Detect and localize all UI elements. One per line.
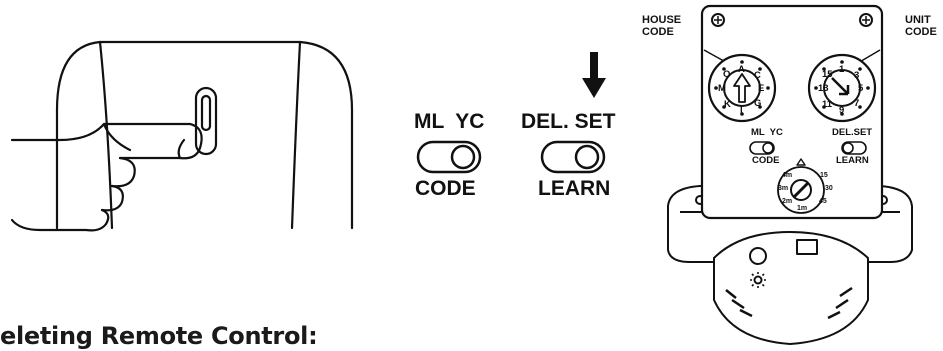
left-switch-top-label: ML YC xyxy=(414,110,485,133)
arrow-down-icon xyxy=(582,52,606,98)
timer-mark: 1m xyxy=(797,205,808,212)
device-illustration xyxy=(667,4,913,345)
mini-left-switch-top-label: ML YC xyxy=(751,127,783,138)
right-slide-switch xyxy=(540,140,606,174)
house-dial-letter: C xyxy=(754,70,761,81)
unit-dial-number: 15 xyxy=(822,69,833,80)
house-dial-letter: M xyxy=(718,83,726,94)
unit-dial-number: 13 xyxy=(818,83,829,94)
timer-mark: 4m xyxy=(782,172,793,179)
house-dial-letter: G xyxy=(754,98,762,109)
unit-dial-number: 7 xyxy=(854,98,860,109)
timer-mark: 30 xyxy=(825,185,833,192)
mini-right-switch-bottom-label: LEARN xyxy=(836,155,869,166)
unit-dial-number: 3 xyxy=(854,70,860,81)
house-code-label: HOUSE CODE xyxy=(642,14,682,38)
left-switch-bottom-label: CODE xyxy=(415,177,476,200)
unit-code-label: UNIT CODE xyxy=(905,14,937,38)
timer-mark: 15 xyxy=(820,172,828,179)
right-switch-top-label: DEL. SET xyxy=(521,110,616,133)
house-dial-letter: O xyxy=(723,69,731,80)
timer-mark: 3m xyxy=(778,185,789,192)
timer-mark: 45 xyxy=(819,198,827,205)
hand-pressing-switch-illustration xyxy=(10,40,354,232)
house-dial-letter: A xyxy=(738,64,745,75)
section-heading: eleting Remote Control: xyxy=(0,322,318,350)
house-dial-letter: I xyxy=(740,105,743,116)
unit-dial-number: 1 xyxy=(839,64,845,75)
right-switch-bottom-label: LEARN xyxy=(538,177,611,200)
mini-left-switch-bottom-label: CODE xyxy=(752,155,780,166)
timer-mark: 2m xyxy=(782,198,793,205)
house-dial-letter: E xyxy=(758,83,765,94)
unit-dial-number: 9 xyxy=(839,105,845,116)
unit-dial-number: 11 xyxy=(822,99,833,110)
left-slide-switch xyxy=(416,140,482,174)
mini-right-switch-top-label: DEL.SET xyxy=(832,127,873,138)
unit-dial-number: 5 xyxy=(858,83,864,94)
house-dial-letter: K xyxy=(724,99,731,110)
